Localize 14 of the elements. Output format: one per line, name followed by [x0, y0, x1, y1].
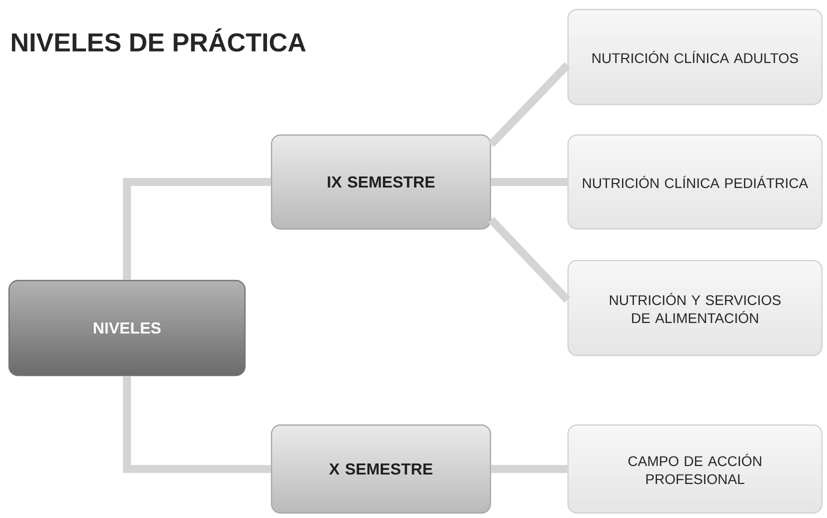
semester-box: IX SEMESTRE: [270, 134, 492, 230]
connector-line: [123, 178, 271, 280]
category-box: NUTRICIÓN CLÍNICA PEDIÁTRICA: [567, 134, 823, 230]
root-box: NIVELES: [8, 280, 246, 376]
title: NIVELES DE PRÁCTICA: [12, 28, 306, 52]
semester-box: X SEMESTRE: [270, 424, 492, 514]
connector-line: [488, 62, 570, 148]
connector-line: [123, 376, 271, 473]
connector-line: [491, 178, 568, 186]
connector-line: [491, 465, 568, 473]
connector-line: [488, 216, 570, 303]
category-box: NUTRICIÓN CLÍNICA ADULTOS: [567, 8, 823, 106]
category-box: NUTRICIÓN Y SERVICIOS DE ALIMENTACIÓN: [567, 260, 823, 356]
category-box: CAMPO DE ACCIÓN PROFESIONAL: [567, 424, 823, 514]
